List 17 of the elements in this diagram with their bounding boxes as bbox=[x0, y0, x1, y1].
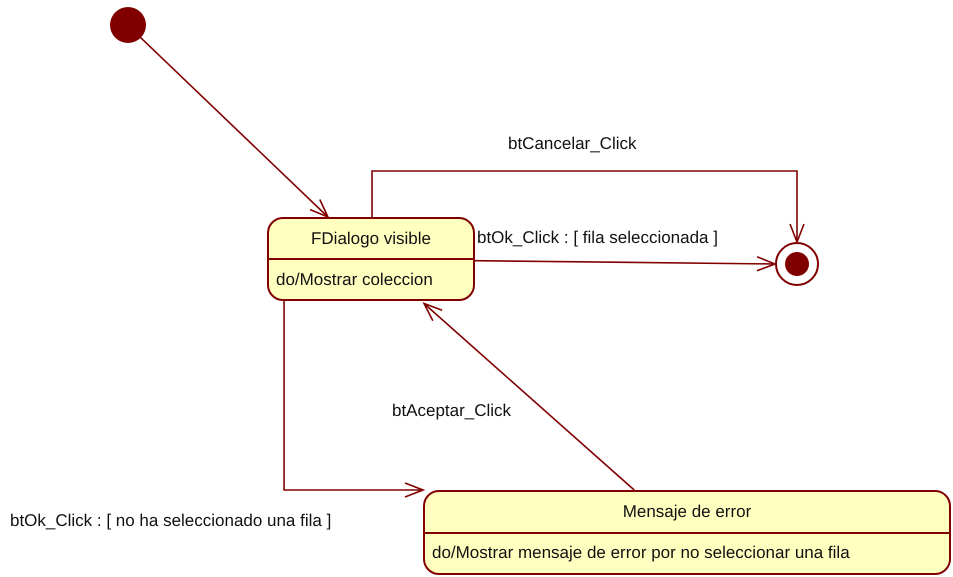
state-box bbox=[423, 490, 951, 575]
initial-state bbox=[110, 7, 146, 43]
state-action: do/Mostrar coleccion bbox=[275, 268, 434, 290]
final-state bbox=[775, 242, 819, 286]
state-name: FDialogo visible bbox=[269, 219, 473, 260]
state-name: Mensaje de error bbox=[425, 492, 949, 534]
edge-label: btCancelar_Click bbox=[508, 134, 636, 154]
transition-arrow bbox=[475, 256, 776, 272]
edge-label: btOk_Click : [ no ha seleccionado una fila ] bbox=[10, 511, 332, 531]
transition-arrow bbox=[371, 170, 805, 243]
transition-arrow bbox=[283, 301, 424, 498]
edge-label: btAceptar_Click bbox=[392, 401, 512, 421]
state-box bbox=[267, 217, 475, 301]
transition-arrow bbox=[140, 37, 329, 218]
edge-label: btOk_Click : [ fila seleccionada ] bbox=[477, 228, 718, 248]
transition-arrow bbox=[423, 302, 635, 491]
state-action: do/Mostrar mensaje de error por no seleccionar una fila bbox=[431, 542, 851, 564]
